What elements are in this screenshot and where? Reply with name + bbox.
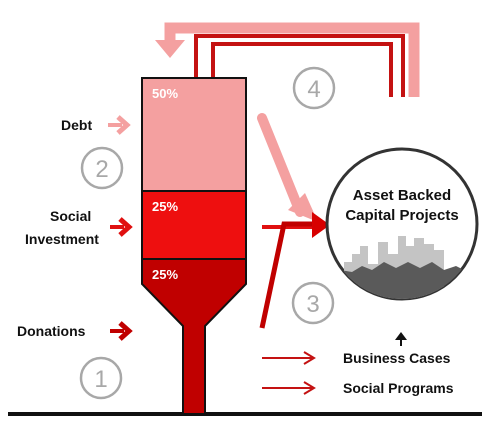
social-investment-label-line2: Investment [25,231,99,247]
svg-text:4: 4 [307,76,320,103]
outflow-arrow-head [312,212,330,238]
tank-segment-donations [142,259,246,414]
donations-outflow-arrow [259,221,318,329]
social-programs-arrow [262,381,316,395]
step-3-marker: 3 [291,281,335,325]
tank-segment-social [142,191,246,259]
step-1-marker: 1 [79,356,123,400]
debt-outflow-arrow-head [288,193,318,222]
business-cases-arrow [262,351,316,365]
debt-inflow-arrow [108,115,131,135]
debt-outflow-arrow [257,113,305,217]
up-arrow-icon [395,332,407,346]
svg-text:1: 1 [94,366,107,393]
tank-segment-debt [142,78,246,191]
return-arrow-outer [164,22,420,97]
social-inflow-arrow [110,217,133,237]
debt-label: Debt [61,117,92,133]
tank-label-donations-percent: 25% [152,267,178,282]
social-programs-label: Social Programs [343,380,454,396]
return-arrow-outer-head [155,40,185,58]
tank-label-debt-percent: 50% [152,86,178,101]
tank-outline [141,77,247,415]
capital-projects-label-line2: Capital Projects [345,207,458,224]
business-cases-label: Business Cases [343,350,451,366]
capital-projects-label-line1: Asset Backed [353,187,451,204]
step-4-marker: 4 [292,66,336,110]
social-investment-label-line1: Social [50,208,91,224]
tank-label-social-percent: 25% [152,199,178,214]
donations-inflow-arrow [110,321,133,341]
donations-label: Donations [17,323,86,339]
step-2-marker: 2 [80,146,124,190]
svg-text:2: 2 [95,156,108,183]
svg-text:3: 3 [306,291,319,318]
